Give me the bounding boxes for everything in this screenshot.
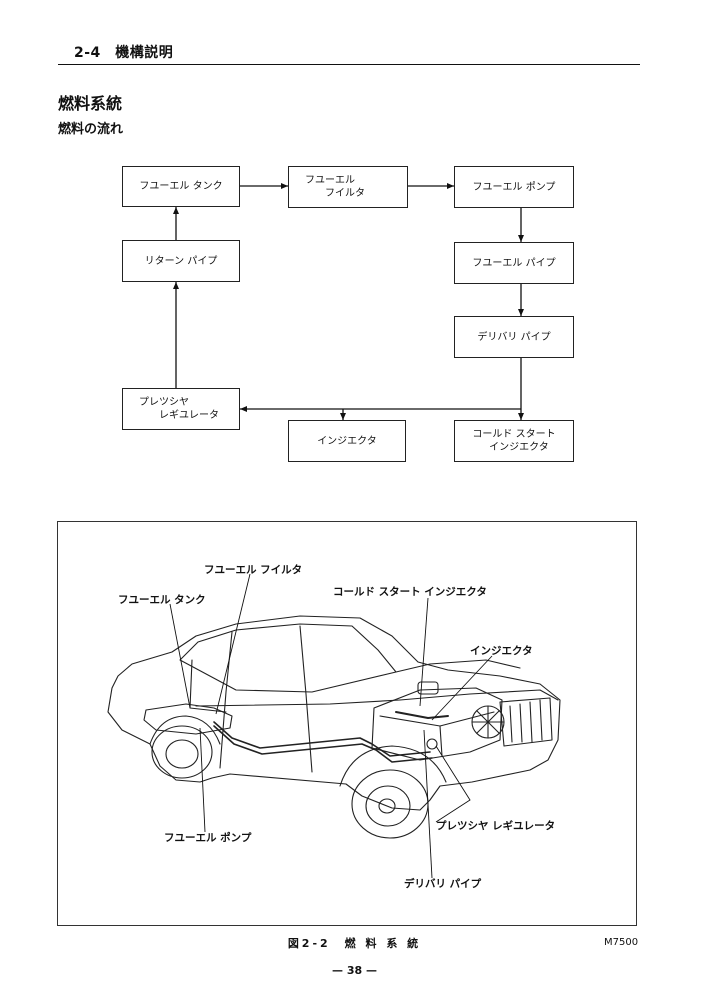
flow-box-cold-start-injector: コールド スタート インジエクタ	[454, 420, 574, 462]
callout-fuel-filter: フユーエル フイルタ	[204, 564, 303, 576]
callout-injector: インジエクタ	[470, 645, 533, 657]
leader-fuel-tank	[169, 603, 191, 709]
page-header-title: 2-4 機構説明	[74, 45, 174, 61]
section-subtitle: 燃料の流れ	[58, 122, 124, 137]
leader-fuel-pump	[199, 727, 206, 833]
figure-code: M7500	[604, 937, 639, 948]
callout-delivery-pipe: デリバリ パイプ	[404, 878, 482, 890]
header-divider	[58, 64, 640, 65]
leader-pressure-regulator	[435, 745, 471, 823]
flow-box-fuel-pipe: フユーエル パイプ	[454, 242, 574, 284]
flow-box-fuel-filter: フユーエル フイルタ	[288, 166, 408, 208]
section-title: 燃料系統	[58, 94, 123, 113]
flow-box-pressure-regulator: プレツシヤ レギユレータ	[122, 388, 240, 430]
leader-injector	[431, 655, 493, 721]
flow-box-injector: インジエクタ	[288, 420, 406, 462]
callout-fuel-pump: フユーエル ポンプ	[164, 832, 252, 844]
flow-box-fuel-pump: フユーエル ポンプ	[454, 166, 574, 208]
callout-fuel-tank: フユーエル タンク	[118, 594, 206, 606]
leader-delivery-pipe	[423, 729, 433, 879]
flow-box-return-pipe: リターン パイプ	[122, 240, 240, 282]
page-number: — 38 —	[332, 964, 377, 977]
leader-fuel-filter	[215, 573, 251, 715]
flow-box-fuel-tank: フユーエル タンク	[122, 166, 240, 207]
callout-pressure-regulator: プレツシヤ レギユレータ	[436, 820, 556, 832]
figure-caption: 図2-2 燃 料 系 統	[287, 937, 422, 950]
flow-box-delivery-pipe: デリバリ パイプ	[454, 316, 574, 358]
figure-frame	[57, 521, 637, 926]
callout-cold-start-injector: コールド スタート インジエクタ	[333, 586, 487, 598]
leader-cold-start-injector	[419, 597, 429, 707]
